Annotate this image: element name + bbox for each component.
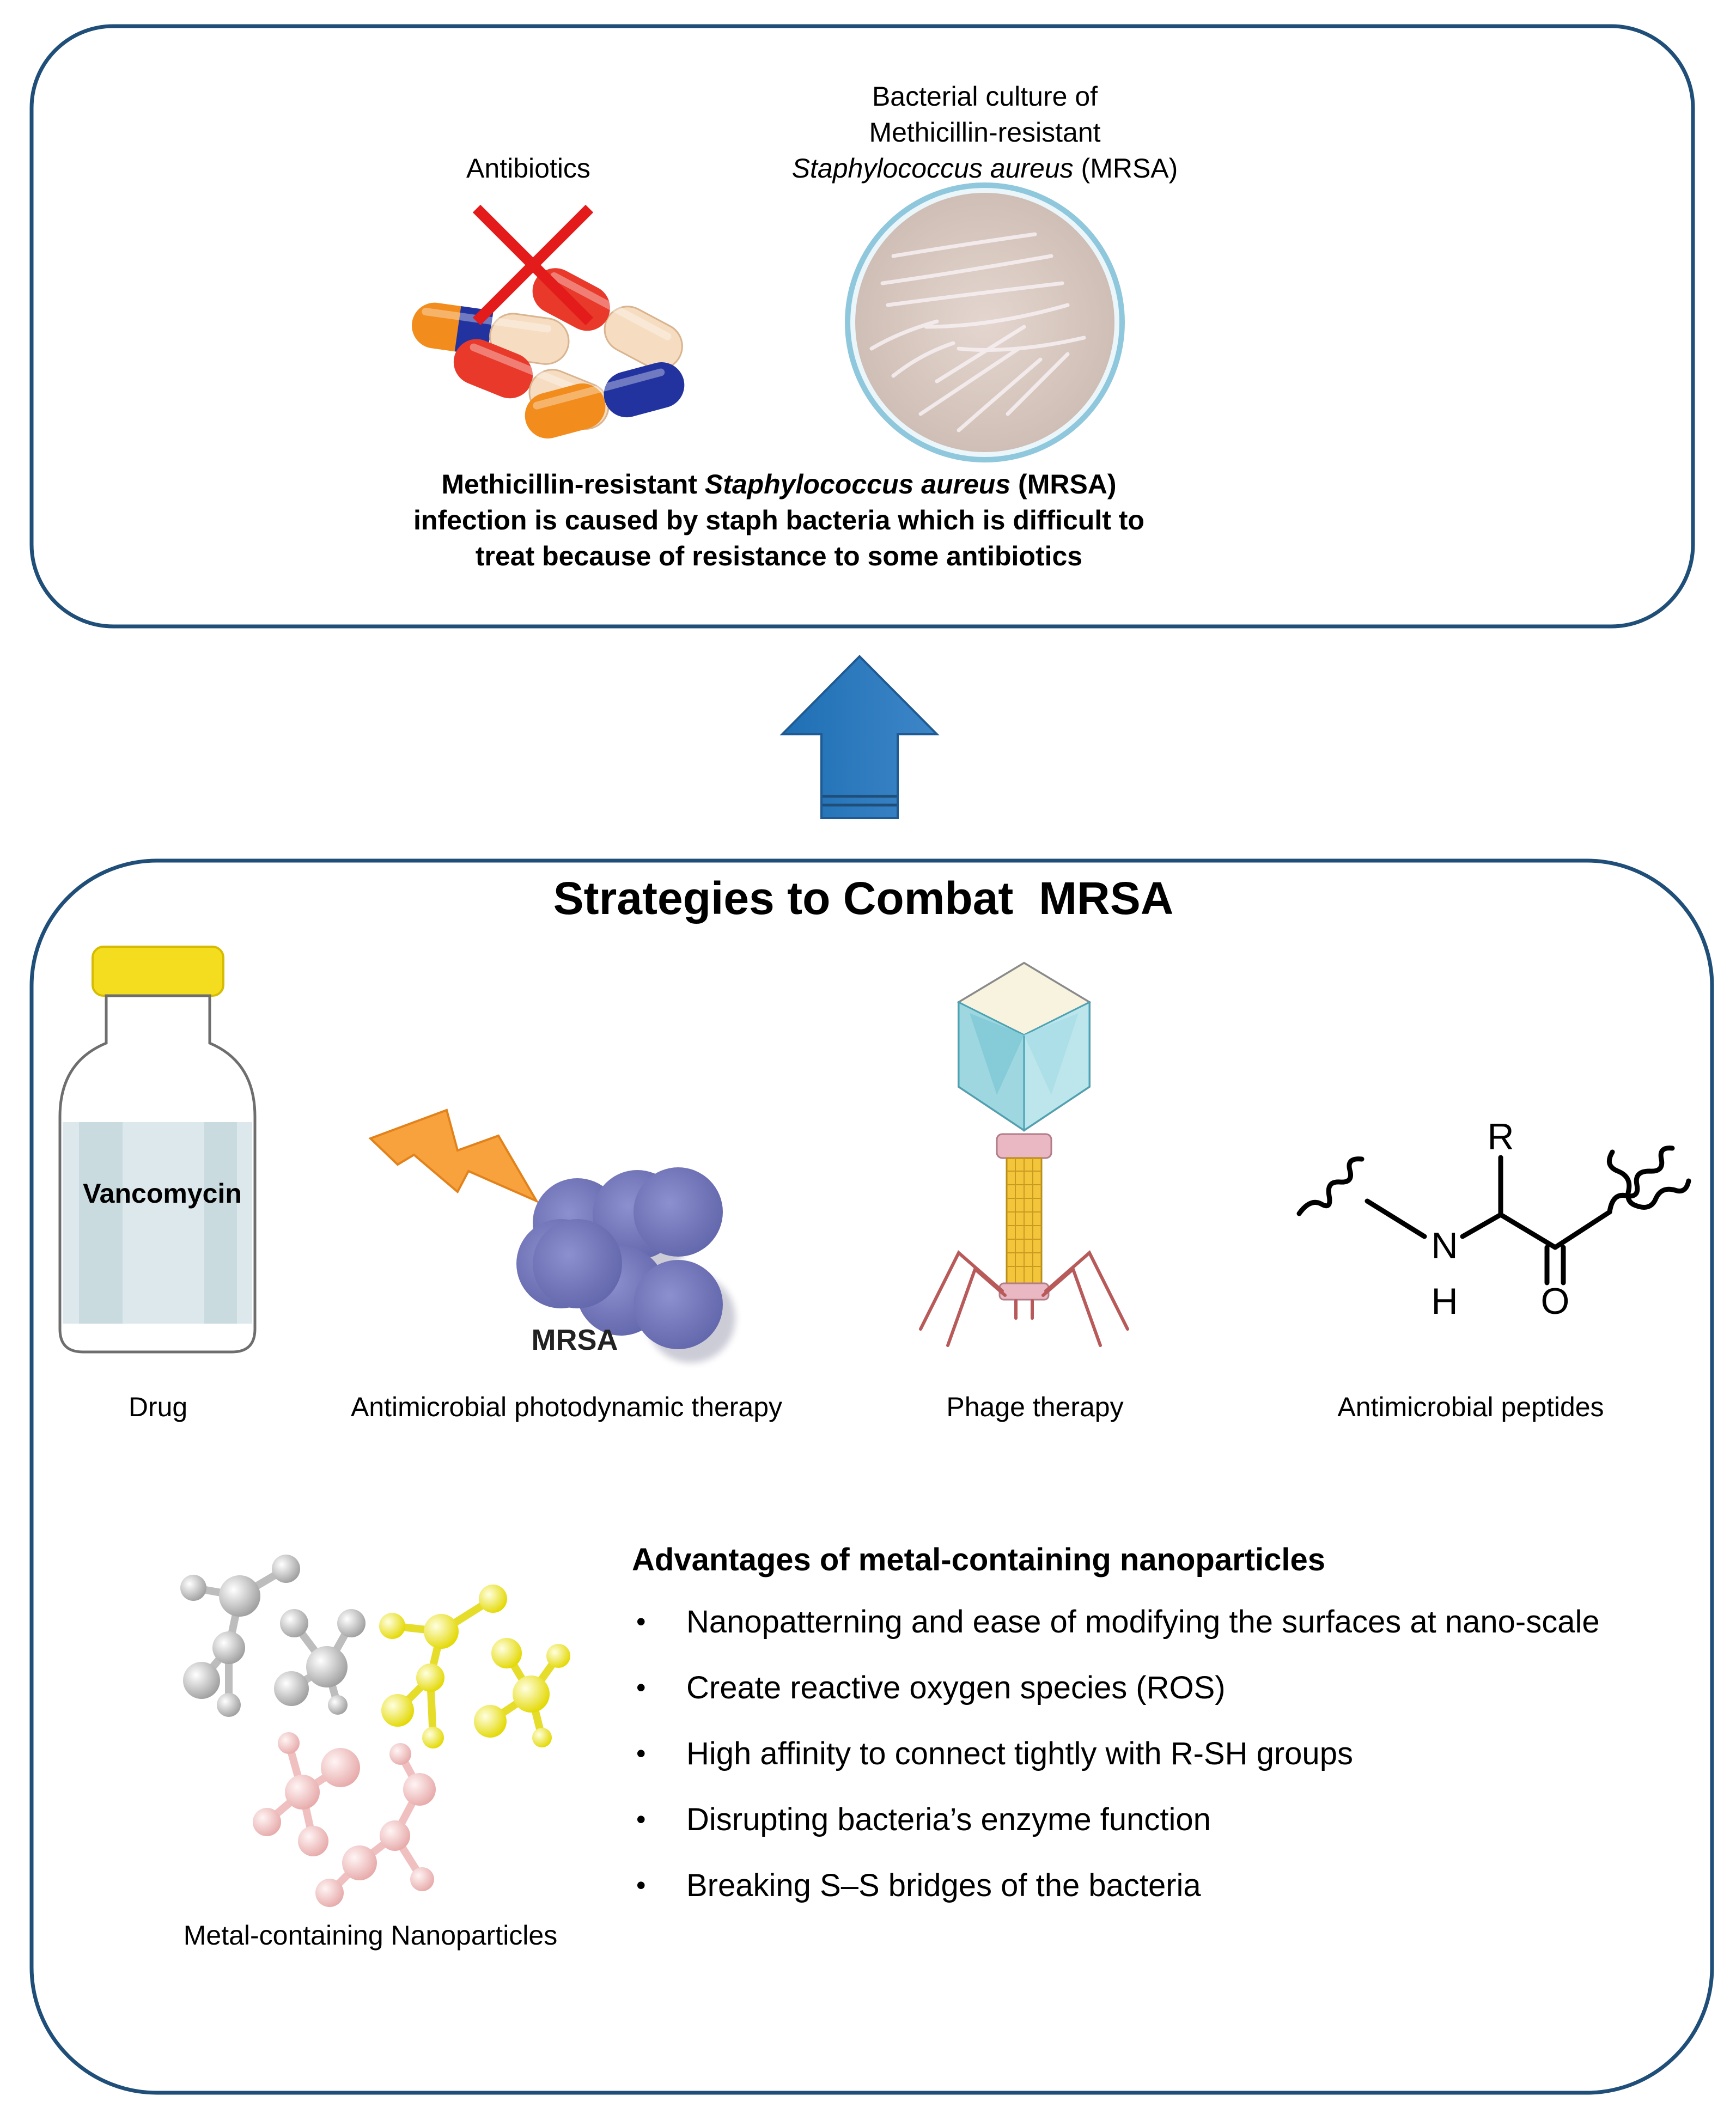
advantage-item: Disrupting bacteria’s enzyme function [632, 1787, 1700, 1853]
petri-dish-icon [845, 182, 1125, 462]
nanoparticles-icon [180, 1555, 570, 1907]
nanoparticles-label: Metal-containing Nanoparticles [184, 1920, 557, 1951]
vancomycin-vial-icon: Vancomycin [58, 946, 257, 1354]
strategies-title: Strategies to Combat MRSA [553, 873, 1174, 924]
antibiotics-label: Antibiotics [466, 153, 590, 184]
mrsa-description-line2: infection is caused by staph bacteria wh… [413, 505, 1144, 535]
cross-icon [472, 204, 594, 326]
mrsa-bacteria-cluster-icon: MRSA [516, 1167, 735, 1363]
lightning-icon [368, 1108, 539, 1204]
strategy-label-phage: Phage therapy [946, 1392, 1123, 1422]
strategy-label-photodynamic: Antimicrobial photodynamic therapy [351, 1392, 782, 1422]
advantages-section: Advantages of metal-containing nanoparti… [632, 1542, 1700, 1918]
strategy-label-drug: Drug [129, 1392, 187, 1422]
advantage-item: Nanopatterning and ease of modifying the… [632, 1589, 1700, 1655]
advantages-heading: Advantages of metal-containing nanoparti… [632, 1542, 1325, 1577]
mrsa-description-line1: Methicillin-resistant Staphylococcus aur… [441, 469, 1116, 499]
peptide-o-label: O [1541, 1281, 1570, 1322]
culture-label-line1: Bacterial culture of [872, 81, 1098, 112]
advantage-item: Create reactive oxygen species (ROS) [632, 1655, 1700, 1721]
advantages-list: Nanopatterning and ease of modifying the… [632, 1589, 1700, 1918]
advantage-item: High affinity to connect tightly with R-… [632, 1721, 1700, 1787]
culture-label-line3: Staphylococcus aureus (MRSA) [792, 153, 1178, 184]
peptide-n-label: N [1431, 1225, 1458, 1266]
strategy-label-peptides: Antimicrobial peptides [1337, 1392, 1604, 1422]
vancomycin-label: Vancomycin [83, 1178, 242, 1209]
peptide-structure-icon [1296, 1146, 1691, 1285]
mrsa-description-line3: treat because of resistance to some anti… [476, 541, 1082, 571]
advantage-item: Breaking S–S bridges of the bacteria [632, 1853, 1700, 1918]
mrsa-icon-label: MRSA [532, 1324, 618, 1356]
peptide-r-label: R [1487, 1116, 1514, 1157]
culture-label-line2: Methicillin-resistant [869, 117, 1100, 148]
bacteriophage-icon [919, 961, 1129, 1347]
peptide-h-label: H [1431, 1281, 1458, 1322]
up-arrow-icon [779, 655, 940, 819]
